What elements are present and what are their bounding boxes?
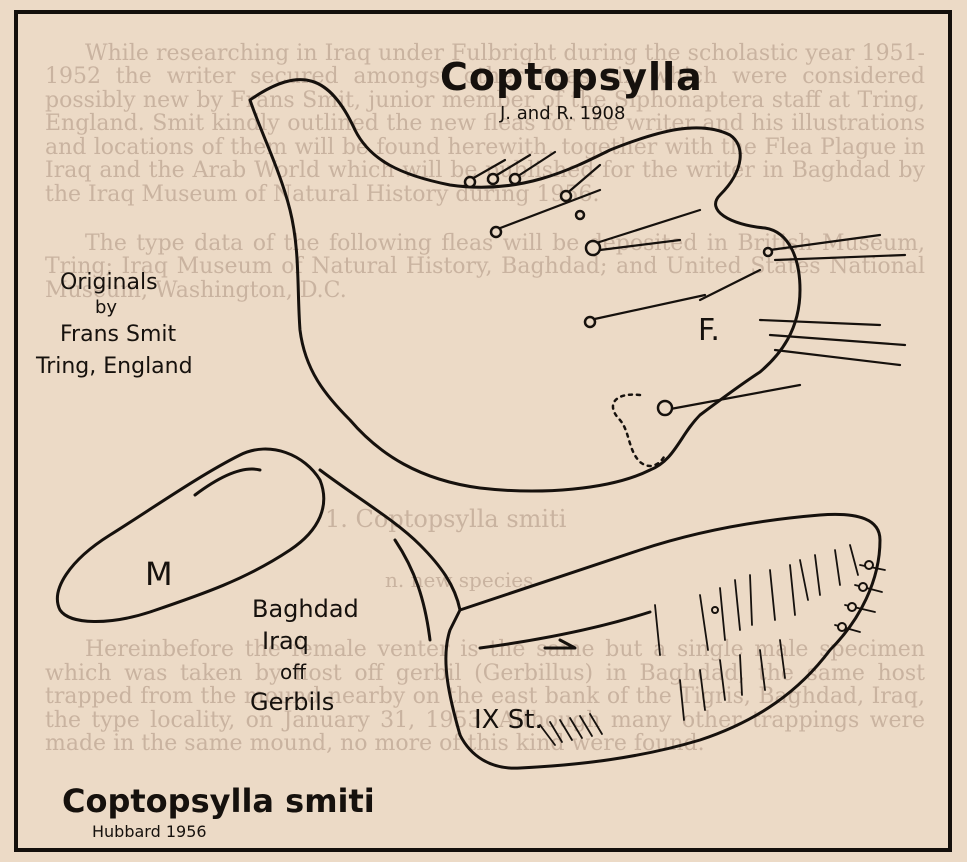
originals-line-1: Originals bbox=[60, 270, 158, 295]
label-m: M bbox=[145, 555, 173, 593]
originals-line-2: by bbox=[95, 297, 117, 318]
label-ix-sternite: IX St. bbox=[474, 705, 543, 735]
locality-line-3: off bbox=[280, 660, 306, 684]
m-lobe-inner-line bbox=[195, 469, 260, 495]
connector-line-2 bbox=[395, 540, 430, 640]
originals-line-4: Tring, England bbox=[36, 354, 193, 379]
connector-line bbox=[320, 470, 460, 610]
species-name: Coptopsylla smiti bbox=[62, 782, 375, 820]
label-f: F. bbox=[698, 313, 720, 348]
genus-author: J. and R. 1908 bbox=[500, 103, 625, 124]
locality-line-1: Baghdad bbox=[252, 595, 359, 623]
dotted-sclerite bbox=[613, 395, 665, 466]
species-author: Hubbard 1956 bbox=[92, 822, 207, 841]
f-bristle-sockets bbox=[465, 174, 772, 415]
clasper-outline bbox=[250, 80, 800, 491]
locality-line-4: Gerbils bbox=[250, 688, 334, 716]
genus-title: Coptopsylla bbox=[440, 55, 703, 99]
locality-line-2: Iraq bbox=[262, 627, 309, 655]
f-bristles bbox=[470, 152, 905, 410]
originals-line-3: Frans Smit bbox=[60, 322, 176, 347]
ix-sternite-tooth bbox=[545, 640, 575, 648]
